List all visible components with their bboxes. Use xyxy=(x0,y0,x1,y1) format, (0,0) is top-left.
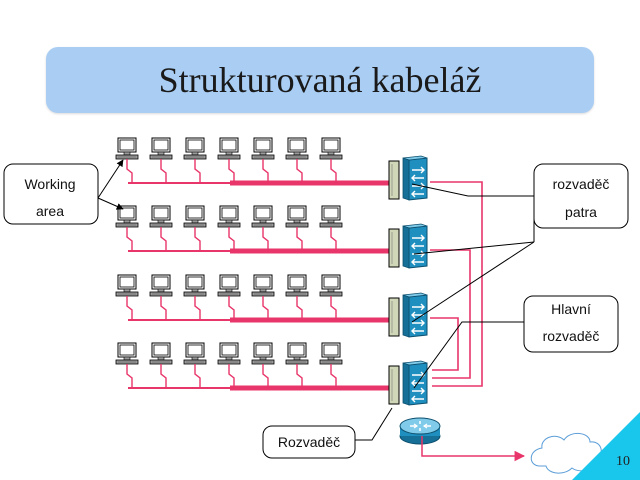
workstation-icon xyxy=(319,342,343,365)
switch-icon xyxy=(402,360,428,406)
workstation-icon xyxy=(285,137,309,160)
floor-distributor-callout[interactable]: rozvaděč patra xyxy=(533,163,629,229)
workstation-icon xyxy=(285,342,309,365)
main-distributor-label-line2: rozvaděč xyxy=(543,328,600,344)
drop-cable xyxy=(126,364,133,388)
drop-cable xyxy=(330,364,337,388)
workstation-icon xyxy=(217,274,241,297)
working-area-pointer-1 xyxy=(97,159,124,199)
workstation-icon xyxy=(285,205,309,228)
switch-icon xyxy=(402,155,428,201)
distributor-pointer xyxy=(355,407,393,441)
floor-cable-bundle xyxy=(230,180,390,186)
workstation-icon xyxy=(319,137,343,160)
drop-cable xyxy=(126,296,133,320)
drop-cable xyxy=(160,159,167,183)
patch-panel-icon xyxy=(388,365,400,405)
floor-distributor-label-line2: patra xyxy=(565,204,597,220)
workstation-icon xyxy=(149,274,173,297)
working-area-callout[interactable]: Working area xyxy=(3,163,99,225)
workstation-icon xyxy=(183,137,207,160)
floor-cable-bundle xyxy=(230,248,390,254)
drop-cable xyxy=(160,296,167,320)
workstation-icon xyxy=(217,205,241,228)
drop-cable xyxy=(126,159,133,183)
workstation-icon xyxy=(183,274,207,297)
drop-cable xyxy=(296,227,303,251)
floor-distributor-pointers xyxy=(411,183,535,323)
drop-cable xyxy=(296,296,303,320)
workstation-icon xyxy=(115,274,139,297)
workstation-icon xyxy=(149,342,173,365)
workstation-icon xyxy=(251,342,275,365)
drop-cable xyxy=(228,296,235,320)
floor-cable-bundle xyxy=(230,385,390,391)
page-number: 10 xyxy=(616,454,630,469)
workstation-icon xyxy=(115,342,139,365)
workstation-icon xyxy=(251,274,275,297)
working-area-label-line1: Working xyxy=(24,176,75,192)
workstation-icon xyxy=(319,274,343,297)
floor-4 xyxy=(115,342,428,406)
floor-1 xyxy=(115,137,428,201)
floor-3 xyxy=(115,274,428,338)
main-distributor-callout[interactable]: Hlavní rozvaděč xyxy=(523,295,619,353)
drop-cable xyxy=(262,296,269,320)
workstation-icon xyxy=(115,137,139,160)
page-title: Strukturovaná kabeláž xyxy=(158,60,482,100)
workstation-icon xyxy=(251,137,275,160)
workstation-icon xyxy=(149,205,173,228)
workstation-icon xyxy=(319,205,343,228)
main-distributor-label-line1: Hlavní xyxy=(551,301,591,317)
workstation-icon xyxy=(251,205,275,228)
drop-cable xyxy=(262,159,269,183)
floor-distributor-label-line1: rozvaděč xyxy=(553,176,610,192)
working-area-label-line2: area xyxy=(36,203,64,219)
drop-cable xyxy=(194,159,201,183)
floor-2 xyxy=(115,205,428,269)
workstation-icon xyxy=(149,137,173,160)
drop-cable xyxy=(228,159,235,183)
drop-cable xyxy=(160,364,167,388)
drop-cable xyxy=(330,159,337,183)
workstation-icon xyxy=(217,137,241,160)
distributor-label: Rozvaděč xyxy=(278,434,340,450)
main-distributor-pointer xyxy=(413,321,524,389)
switch-icon xyxy=(402,223,428,269)
workstation-icon xyxy=(115,205,139,228)
router-icon xyxy=(399,417,441,445)
drop-cable xyxy=(262,227,269,251)
drop-cable xyxy=(296,159,303,183)
drop-cable xyxy=(194,364,201,388)
drop-cable xyxy=(228,227,235,251)
distributor-callout[interactable]: Rozvaděč xyxy=(262,425,356,459)
drop-cable xyxy=(296,364,303,388)
drop-cable xyxy=(194,227,201,251)
patch-panel-icon xyxy=(388,297,400,337)
workstation-icon xyxy=(183,342,207,365)
workstation-icon xyxy=(285,274,309,297)
title-banner: Strukturovaná kabeláž xyxy=(46,47,594,113)
drop-cable xyxy=(228,364,235,388)
wan-link xyxy=(421,436,526,462)
drop-cable xyxy=(262,364,269,388)
drop-cable xyxy=(126,227,133,251)
floor-cable-bundle xyxy=(230,317,390,323)
drop-cable xyxy=(330,227,337,251)
drop-cable xyxy=(160,227,167,251)
workstation-icon xyxy=(183,205,207,228)
drop-cable xyxy=(194,296,201,320)
drop-cable xyxy=(330,296,337,320)
workstation-icon xyxy=(217,342,241,365)
patch-panel-icon xyxy=(388,228,400,268)
working-area-pointer-2 xyxy=(97,197,124,210)
corner-decoration xyxy=(572,412,640,480)
patch-panel-icon xyxy=(388,160,400,200)
cloud-icon xyxy=(530,433,602,474)
